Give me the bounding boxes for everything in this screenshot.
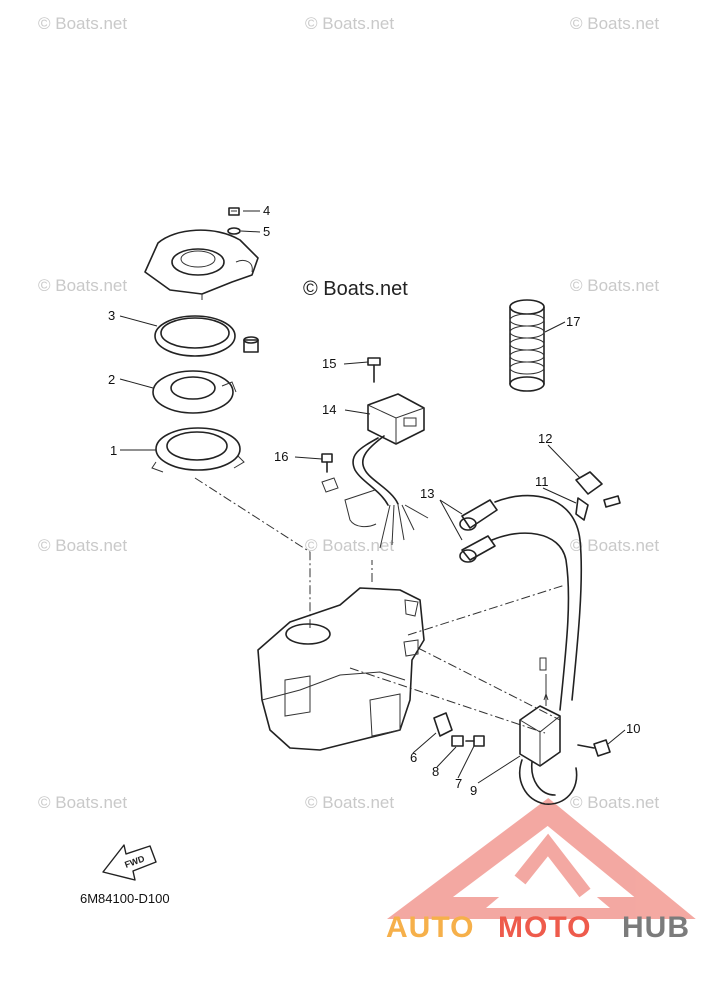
washer-part-5 xyxy=(227,227,241,235)
watermark: © Boats.net xyxy=(570,793,659,812)
bracket-part-6 xyxy=(433,712,453,737)
stator-cover xyxy=(144,229,259,300)
center-watermark: © Boats.net xyxy=(303,278,408,300)
fwd-arrow-icon: FWD xyxy=(102,844,157,881)
callout-11: 11 xyxy=(535,474,549,489)
assembly-lines xyxy=(194,477,566,734)
bolt-part-4 xyxy=(228,207,240,216)
callout-6: 6 xyxy=(410,750,417,765)
callout-13: 13 xyxy=(420,486,434,501)
watermark: © Boats.net xyxy=(38,14,127,33)
watermark: © Boats.net xyxy=(305,536,394,555)
brand-part-hub: HUB xyxy=(622,911,690,944)
callout-12: 12 xyxy=(538,431,552,446)
clamp-part-11 xyxy=(575,495,621,521)
callout-5: 5 xyxy=(263,224,270,239)
watermark: © Boats.net xyxy=(305,793,394,812)
callout-1: 1 xyxy=(110,443,117,458)
diagram-code: 6M84100-D100 xyxy=(80,891,170,906)
wire-harness xyxy=(344,435,429,549)
watermark-grid: © Boats.net © Boats.net © Boats.net © Bo… xyxy=(38,14,659,812)
callout-4: 4 xyxy=(263,203,270,218)
brand-part-moto: MOTO xyxy=(498,911,591,944)
screw-part-7 xyxy=(465,735,485,747)
callout-9: 9 xyxy=(470,783,477,798)
watermark: © Boats.net xyxy=(570,536,659,555)
watermark: © Boats.net xyxy=(38,536,127,555)
callout-3: 3 xyxy=(108,308,115,323)
leader-lines xyxy=(119,210,626,784)
bolt-part-10 xyxy=(577,739,611,757)
automotohub-wordmark: AUTO MOTO HUB xyxy=(386,911,690,944)
ring-part-2 xyxy=(152,370,237,414)
boot-part-17 xyxy=(509,299,545,392)
cap-part-12 xyxy=(575,471,603,495)
ring-part-1 xyxy=(151,427,245,473)
brand-part-auto: AUTO xyxy=(386,911,474,944)
callout-14: 14 xyxy=(322,402,336,417)
watermark: © Boats.net xyxy=(38,276,127,295)
callout-2: 2 xyxy=(108,372,115,387)
ring-part-3 xyxy=(154,315,236,357)
spacer-part-8 xyxy=(451,735,464,747)
callouts: 1 2 3 4 5 6 7 8 9 10 11 12 13 14 15 16 1… xyxy=(108,203,640,798)
callout-8: 8 xyxy=(432,764,439,779)
engine-block xyxy=(257,587,425,751)
callout-7: 7 xyxy=(455,776,462,791)
watermark: © Boats.net xyxy=(305,14,394,33)
watermark: © Boats.net xyxy=(570,14,659,33)
callout-10: 10 xyxy=(626,721,640,736)
callout-15: 15 xyxy=(322,356,336,371)
callout-16: 16 xyxy=(274,449,288,464)
watermark: © Boats.net xyxy=(38,793,127,812)
plug-cap-part-13 xyxy=(459,494,583,711)
watermark: © Boats.net xyxy=(570,276,659,295)
bolt-part-15 xyxy=(367,357,381,383)
callout-17: 17 xyxy=(566,314,580,329)
ignition-coil-part-9 xyxy=(519,657,578,805)
cdi-unit-part-14 xyxy=(367,393,425,445)
pin xyxy=(243,336,259,353)
automotohub-logo-mark xyxy=(387,798,696,919)
ground-screw-part-16 xyxy=(321,453,339,493)
